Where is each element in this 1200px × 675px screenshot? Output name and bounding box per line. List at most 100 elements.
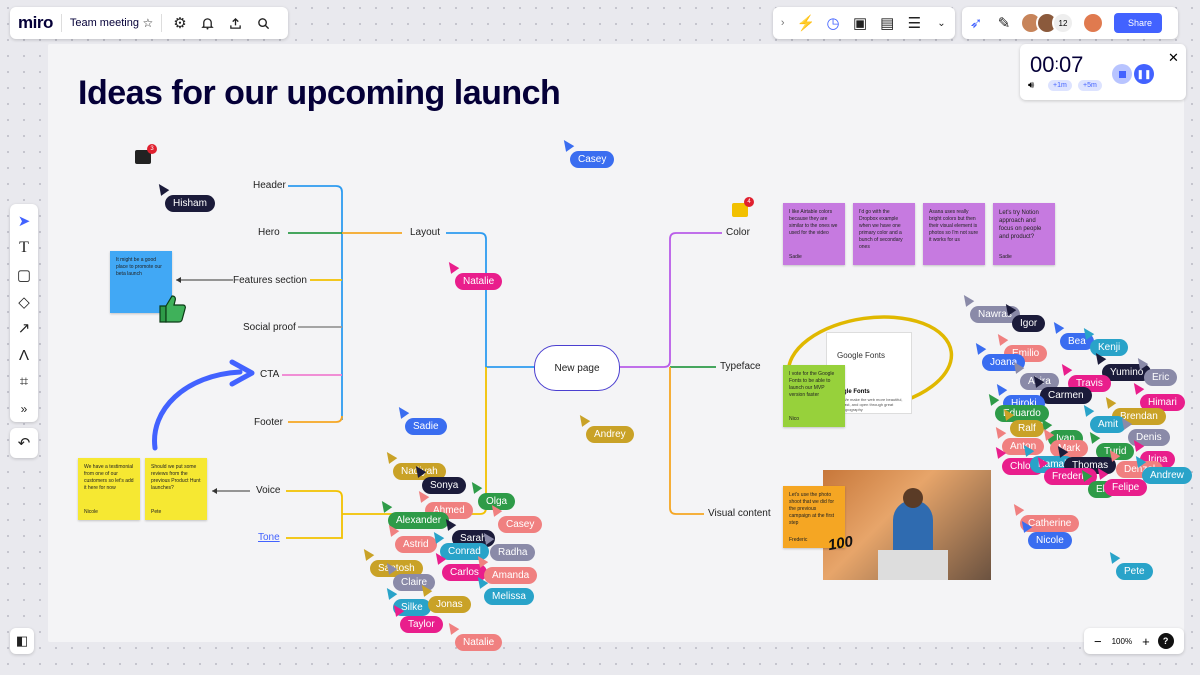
node-social-proof[interactable]: Social proof [243, 322, 296, 333]
sidebar-toggle-icon[interactable]: ◧ [15, 633, 29, 648]
sticky-text: Let's try Notion approach and focus on p… [999, 210, 1042, 240]
node-tone[interactable]: Tone [258, 532, 280, 543]
node-layout[interactable]: Layout [410, 227, 441, 238]
timer-minutes: 00 [1030, 52, 1055, 77]
collaborator-name-tag: Akira [1020, 373, 1059, 390]
collaborator-name-tag: Casey [570, 151, 615, 168]
collaborator-name-tag: Mark [1050, 440, 1089, 457]
timer-icon[interactable]: ◷ [826, 15, 840, 32]
undo-icon[interactable]: ↶ [17, 435, 31, 452]
chevron-down-icon[interactable]: ⌄ [937, 17, 946, 29]
board-name[interactable]: Team meeting [69, 17, 139, 29]
board-canvas[interactable] [48, 44, 1184, 642]
note-icon[interactable]: ▣ [853, 15, 868, 32]
collaborator-name-tag: Joana [982, 354, 1026, 371]
photo-card[interactable] [823, 470, 991, 580]
zoom-level[interactable]: 100% [1111, 636, 1133, 646]
undo-panel: ↶ [10, 428, 38, 458]
sticky-note-blue[interactable]: It might be a good place to promote our … [110, 251, 172, 313]
sticky-text: We have a testimonial from one of our cu… [84, 464, 134, 491]
board-title[interactable]: Ideas for our upcoming launch [78, 74, 561, 112]
bell-icon[interactable] [194, 9, 222, 37]
frame-icon[interactable]: ⌗ [19, 373, 29, 391]
collaborator-name-tag: Turid [1096, 443, 1135, 460]
zoom-out-button[interactable]: − [1094, 633, 1102, 649]
node-features-section[interactable]: Features section [233, 275, 307, 286]
node-typeface[interactable]: Typeface [720, 361, 761, 372]
text-icon[interactable]: T [19, 239, 29, 257]
sidebar-toggle-panel: ◧ [10, 628, 34, 654]
divider [160, 14, 162, 32]
sticky-note-purple-airtable[interactable]: I like Airtable colors because they are … [783, 203, 845, 265]
node-voice[interactable]: Voice [256, 485, 281, 496]
select-icon[interactable]: ➤ [17, 213, 31, 231]
collaboration-bar: ➶ ✎ 12 Share [962, 7, 1178, 39]
close-icon[interactable]: ✕ [1168, 50, 1179, 65]
add-1m-button[interactable]: +1m [1048, 80, 1072, 91]
thumbs-up-sticker[interactable] [156, 292, 188, 326]
star-icon[interactable]: ☆ [142, 16, 154, 30]
collaborator-name-tag: Nadiyah [393, 463, 446, 480]
cursor-follow-icon[interactable]: ➶ [969, 15, 983, 32]
node-color[interactable]: Color [726, 227, 750, 238]
sticky-note-purple-asana[interactable]: Asana uses really bright colors but then… [923, 203, 985, 265]
connector-icon[interactable]: ↗ [17, 320, 31, 338]
lightning-icon[interactable]: ⚡ [796, 15, 816, 32]
sticky-text: I vote for the Google Fonts to be able t… [789, 371, 835, 398]
sticky-author: Sadie [789, 254, 802, 260]
collaborator-name-tag: Conrad [440, 543, 489, 560]
node-visual-content[interactable]: Visual content [708, 508, 771, 519]
collaborator-name-tag: Astrid [395, 536, 437, 553]
sticky-note-icon[interactable]: ▢ [16, 266, 32, 284]
collaborators-count[interactable]: 12 [1052, 12, 1074, 34]
collaborator-name-tag: Sadie [405, 418, 447, 435]
collaborator-name-tag: Andrew [1142, 467, 1192, 484]
search-icon[interactable] [250, 9, 278, 37]
sticky-note-purple-dropbox[interactable]: I'd go with the Dropbox example when we … [853, 203, 915, 265]
zoom-in-button[interactable]: + [1142, 633, 1150, 649]
pen-icon[interactable]: Λ [18, 346, 30, 364]
upload-icon[interactable] [222, 9, 250, 37]
stop-button[interactable] [1112, 64, 1132, 84]
collaborator-name-tag: Carmen [1040, 387, 1092, 404]
add-5m-button[interactable]: +5m [1078, 80, 1102, 91]
node-header[interactable]: Header [253, 180, 286, 191]
collaborator-name-tag: Natalie [455, 273, 503, 290]
chevron-right-icon[interactable]: › [780, 17, 785, 29]
share-button[interactable]: Share [1114, 13, 1163, 33]
sticky-author: Nicole [84, 509, 98, 515]
document-icon[interactable]: ☰ [907, 15, 922, 32]
node-cta[interactable]: CTA [260, 369, 280, 380]
sticky-note-yellow-testimonial[interactable]: We have a testimonial from one of our cu… [78, 458, 140, 520]
sticky-note-green[interactable]: I vote for the Google Fonts to be able t… [783, 365, 845, 427]
sticky-note-yellow-reviews[interactable]: Should we put some reviews from the prev… [145, 458, 207, 520]
more-icon[interactable]: » [20, 401, 28, 416]
sticky-note-orange[interactable]: Let's use the photo shoot that we did fo… [783, 486, 845, 548]
comment-icon[interactable]: 4 [732, 197, 754, 217]
collaborator-name-tag: Carlos [442, 564, 487, 581]
collaborator-name-tag: Claire [393, 574, 436, 591]
sticky-note-purple-notion[interactable]: Let's try Notion approach and focus on p… [993, 203, 1055, 265]
collaborator-name-tag: Igor [1012, 315, 1046, 332]
collaborator-name-tag: Sonya [422, 477, 467, 494]
center-node[interactable]: New page [534, 345, 620, 391]
comment-icon[interactable]: ▤ [880, 15, 895, 32]
gear-icon[interactable]: ⚙ [173, 15, 187, 32]
node-hero[interactable]: Hero [258, 227, 280, 238]
collaborator-name-tag: Eduardo [995, 405, 1049, 422]
pause-button[interactable]: ❚❚ [1134, 64, 1154, 84]
miro-logo[interactable]: miro [18, 13, 53, 32]
google-fonts-title: Google Fonts [837, 351, 886, 360]
comment-icon[interactable]: 3 [135, 144, 157, 164]
shapes-icon[interactable]: ◇ [18, 293, 30, 311]
volume-icon[interactable]: 🔊︎ [1028, 80, 1035, 91]
avatar[interactable] [1084, 14, 1102, 32]
collaborator-name-tag: Radha [490, 544, 536, 561]
collaborator-name-tag: Nicole [1028, 532, 1072, 549]
celebrate-icon[interactable]: ✎ [997, 15, 1011, 32]
timer-display: 00:07 [1030, 52, 1084, 77]
help-button[interactable]: ? [1157, 633, 1174, 649]
collaborator-name-tag: Eric [1144, 369, 1178, 386]
node-footer[interactable]: Footer [254, 417, 283, 428]
